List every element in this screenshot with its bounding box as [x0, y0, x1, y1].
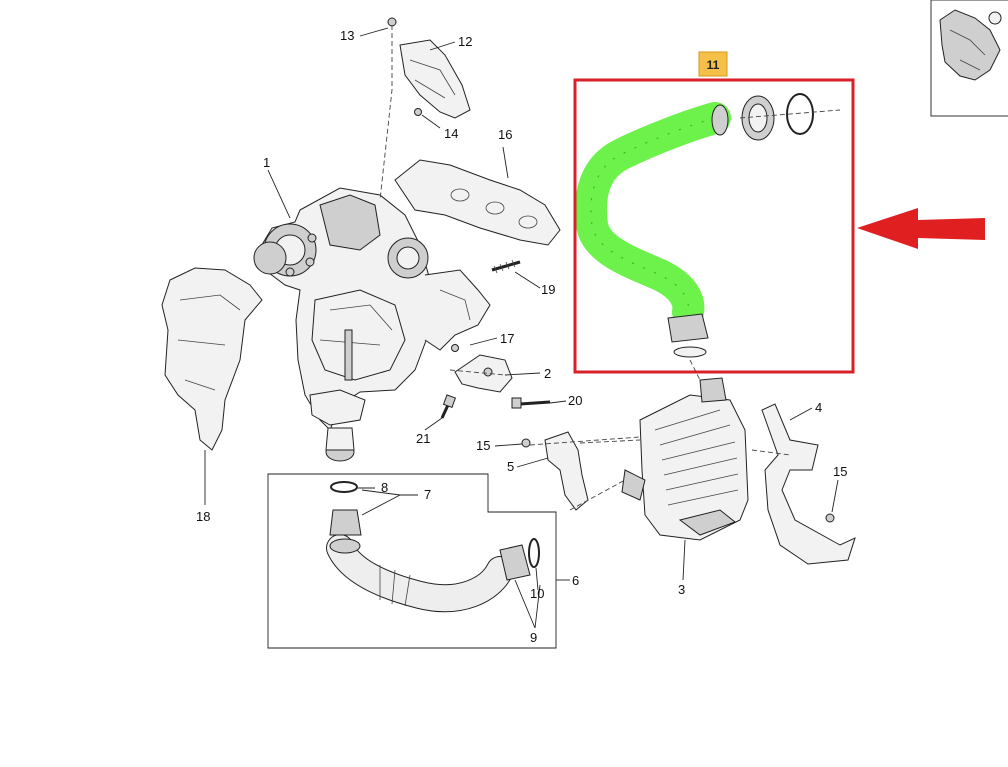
red-arrow-icon: [857, 208, 985, 249]
bracket-4: [761, 403, 856, 565]
callout-1[interactable]: 1: [263, 155, 270, 170]
hose-seal-ring: [741, 93, 814, 141]
heat-shield-bracket-12: [387, 17, 471, 119]
callout-11: 11: [707, 58, 720, 72]
callout-21[interactable]: 21: [416, 431, 430, 446]
callout-8[interactable]: 8: [381, 480, 388, 495]
leader-lines: [204, 25, 841, 629]
callout-16[interactable]: 16: [498, 127, 512, 142]
callout-15-left[interactable]: 15: [476, 438, 490, 453]
callout-7[interactable]: 7: [424, 487, 431, 502]
callout-12[interactable]: 12: [458, 34, 472, 49]
callout-9[interactable]: 9: [530, 630, 537, 645]
callout-2[interactable]: 2: [544, 366, 551, 381]
charge-pipe-6: [326, 481, 540, 613]
callout-20[interactable]: 20: [568, 393, 582, 408]
heat-shield-18: [161, 267, 263, 451]
overview-thumbnail[interactable]: [930, 0, 1008, 117]
bolt-20: [511, 397, 551, 409]
callout-19[interactable]: 19: [541, 282, 555, 297]
callout-labels: 13 12 14 16 1 19 17 2 20 21 18 15 5 4 15…: [196, 28, 847, 645]
charge-air-cooler-3: [621, 377, 749, 541]
callout-tag-11[interactable]: 11: [698, 51, 728, 77]
callout-6[interactable]: 6: [572, 573, 579, 588]
intercooler-outlet-hose-11[interactable]: [574, 102, 731, 358]
callout-10[interactable]: 10: [530, 586, 544, 601]
callout-17[interactable]: 17: [500, 331, 514, 346]
highlight-frame: [573, 78, 855, 374]
callout-5[interactable]: 5: [507, 459, 514, 474]
callout-15-right[interactable]: 15: [833, 464, 847, 479]
callout-4[interactable]: 4: [815, 400, 822, 415]
bracket-2: [451, 344, 513, 393]
turbocharger-assembly: [253, 187, 491, 462]
callout-14[interactable]: 14: [444, 126, 458, 141]
stud-19: [491, 259, 521, 274]
callout-18[interactable]: 18: [196, 509, 210, 524]
callout-3[interactable]: 3: [678, 582, 685, 597]
bolt-21: [440, 394, 457, 419]
exhaust-manifold-shield-16: [394, 159, 561, 246]
charge-pipe-group-box: [267, 473, 557, 649]
bracket-5: [521, 431, 589, 511]
callout-13[interactable]: 13: [340, 28, 354, 43]
